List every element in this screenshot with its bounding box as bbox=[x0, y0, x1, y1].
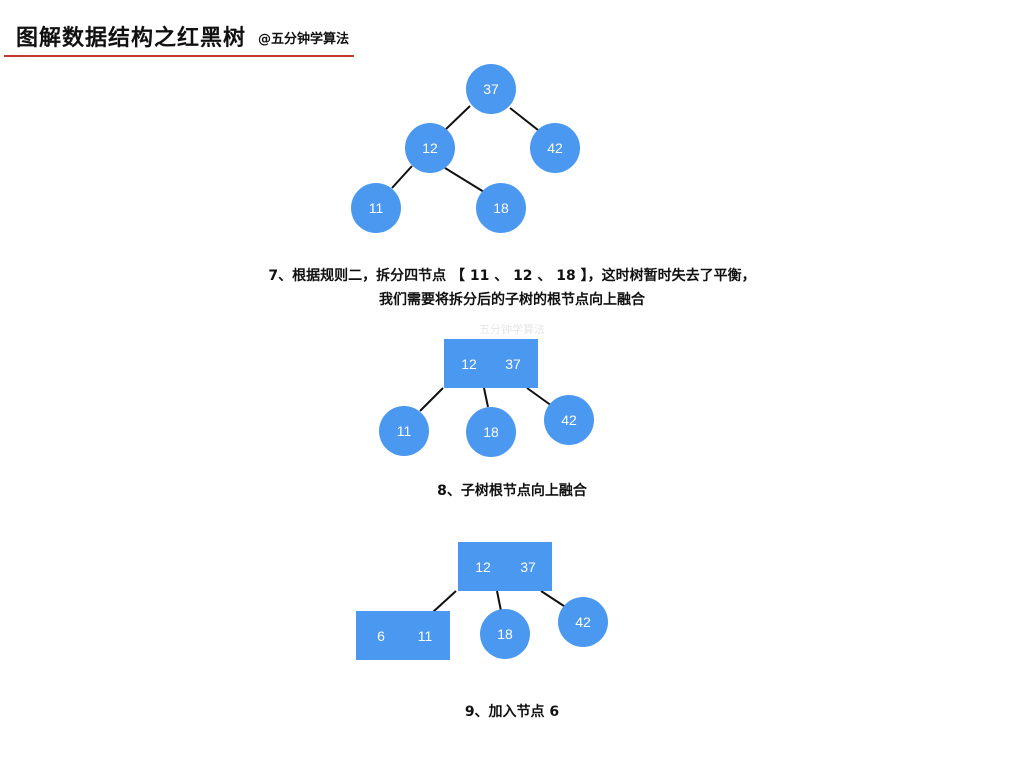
node-6-11 bbox=[356, 611, 450, 660]
caption-line: 9、加入节点 6 bbox=[464, 704, 560, 720]
node-label: 12 bbox=[461, 356, 477, 372]
step7-caption: 7、根据规则二，拆分四节点 【 11 、 12 、 18 】，这时树暂时失去了平… bbox=[0, 264, 1024, 312]
node-label: 11 bbox=[369, 200, 384, 216]
caption-line: 8、子树根节点向上融合 bbox=[437, 483, 587, 499]
node-11 bbox=[351, 183, 401, 233]
node-18 bbox=[476, 183, 526, 233]
edge bbox=[444, 167, 485, 193]
node-12-37 bbox=[444, 339, 538, 388]
node-18 bbox=[480, 609, 530, 659]
step7-tree: 37 12 42 11 18 bbox=[351, 64, 580, 233]
edge bbox=[432, 590, 457, 613]
node-label: 18 bbox=[497, 626, 513, 642]
step9-tree: 12 37 6 11 18 42 bbox=[356, 542, 608, 660]
step8-tree: 12 37 11 18 42 bbox=[379, 339, 594, 457]
node-18 bbox=[466, 407, 516, 457]
node-label: 42 bbox=[547, 140, 563, 156]
edge bbox=[496, 590, 502, 612]
node-label: 42 bbox=[575, 614, 591, 630]
page-title: 图解数据结构之红黑树 bbox=[16, 26, 247, 51]
edge bbox=[444, 105, 471, 131]
edge bbox=[526, 387, 553, 407]
node-42 bbox=[544, 395, 594, 445]
edge bbox=[540, 590, 568, 609]
node-label: 11 bbox=[397, 423, 412, 439]
node-label: 18 bbox=[483, 424, 499, 440]
node-label: 6 bbox=[377, 628, 385, 644]
header: 图解数据结构之红黑树 @五分钟学算法 bbox=[0, 0, 360, 60]
node-label: 12 bbox=[475, 559, 491, 575]
edge bbox=[419, 387, 444, 412]
node-12-37 bbox=[458, 542, 552, 591]
caption-line: 我们需要将拆分后的子树的根节点向上融合 bbox=[379, 292, 645, 308]
node-label: 37 bbox=[505, 356, 521, 372]
node-42 bbox=[558, 597, 608, 647]
node-label: 42 bbox=[561, 412, 577, 428]
title-underline bbox=[4, 55, 354, 57]
watermark: 五分钟学算法 bbox=[479, 323, 545, 336]
node-11 bbox=[379, 406, 429, 456]
node-label: 18 bbox=[493, 200, 509, 216]
step9-caption: 9、加入节点 6 bbox=[0, 700, 1024, 724]
caption-line: 7、根据规则二，拆分四节点 【 11 、 12 、 18 】，这时树暂时失去了平… bbox=[268, 268, 756, 284]
edge bbox=[391, 165, 413, 189]
node-12 bbox=[405, 123, 455, 173]
edge bbox=[509, 107, 539, 131]
edge bbox=[483, 387, 489, 408]
node-42 bbox=[530, 123, 580, 173]
node-label: 37 bbox=[483, 81, 499, 97]
author-tag: @五分钟学算法 bbox=[258, 32, 350, 47]
step8-caption: 8、子树根节点向上融合 bbox=[0, 479, 1024, 503]
node-label: 37 bbox=[520, 559, 536, 575]
node-label: 11 bbox=[418, 628, 433, 644]
node-37 bbox=[466, 64, 516, 114]
node-label: 12 bbox=[422, 140, 438, 156]
